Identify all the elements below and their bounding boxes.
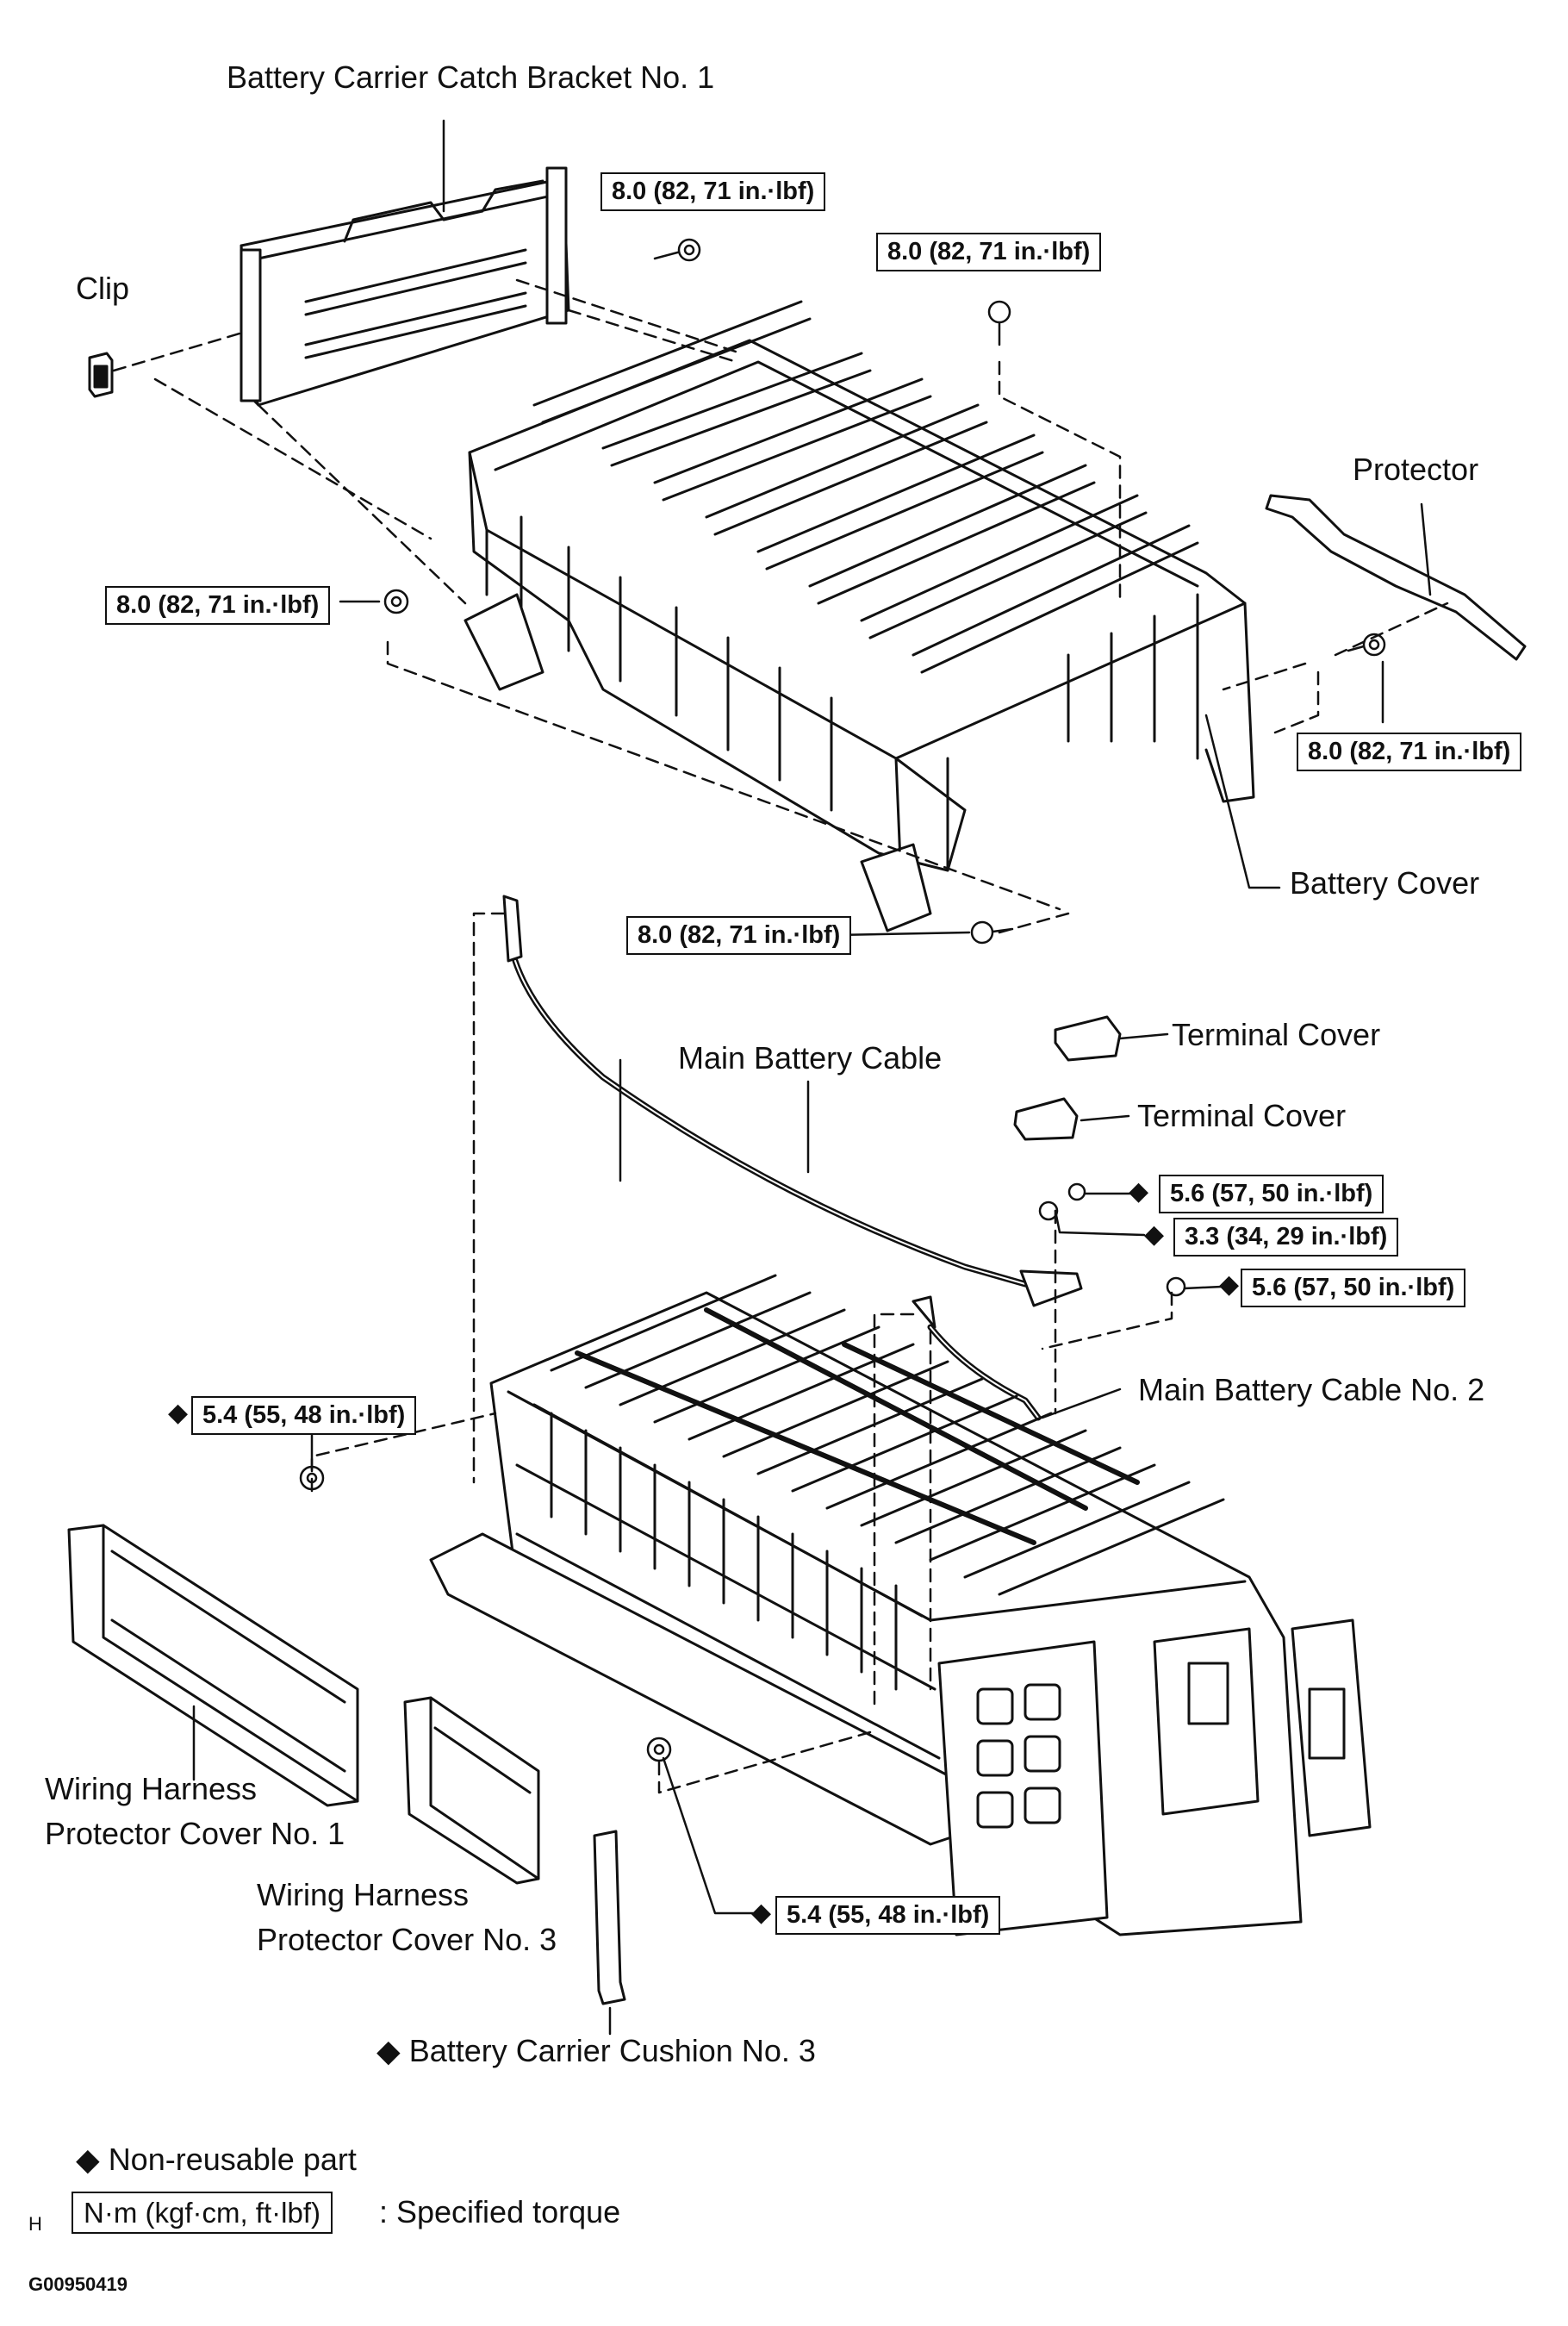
cushion-part <box>593 1830 626 2036</box>
bracket-label: Battery Carrier Catch Bracket No. 1 <box>227 59 715 95</box>
torque-box-terminal-nut-3: 5.6 (57, 50 in.·lbf) <box>1241 1269 1466 1307</box>
clip-label: Clip <box>76 271 130 306</box>
protector-part <box>1265 494 1527 661</box>
torque-box-module-nut-front: 5.4 (55, 48 in.·lbf) <box>775 1896 1001 1935</box>
harness-cover-1-part <box>67 1524 359 1807</box>
corner-letter: H <box>28 2213 42 2235</box>
legend-nonreusable: ◆ Non-reusable part <box>76 2142 357 2177</box>
torque-box-cover-top-bolt: 8.0 (82, 71 in.·lbf) <box>876 233 1102 271</box>
main-cable-label: Main Battery Cable <box>678 1040 943 1076</box>
harness-cover-1-label: Wiring Harness Protector Cover No. 1 <box>45 1771 345 1852</box>
terminal-covers <box>1013 1015 1122 1141</box>
torque-unit-legend-box: N·m (kgf·cm, ft·lbf) <box>72 2192 333 2234</box>
nonreusable-marker: ◆ <box>751 1898 772 1928</box>
protector-label: Protector <box>1353 452 1479 487</box>
main-battery-cable-part <box>502 895 1083 1307</box>
main-battery-cable-2-part <box>912 1295 1042 1421</box>
cushion-label: ◆ Battery Carrier Cushion No. 3 <box>376 2033 816 2068</box>
torque-box-terminal-nut-1: 5.6 (57, 50 in.·lbf) <box>1159 1175 1384 1213</box>
torque-box-bracket-bolt: 8.0 (82, 71 in.·lbf) <box>600 172 826 211</box>
clip-part <box>88 352 114 398</box>
leader-lines <box>310 502 1432 1915</box>
torque-box-module-nut-left: 5.4 (55, 48 in.·lbf) <box>191 1396 417 1435</box>
small-nuts <box>299 1182 1186 1762</box>
torque-box-cover-front-bolt: 8.0 (82, 71 in.·lbf) <box>626 916 852 955</box>
nonreusable-marker: ◆ <box>1219 1269 1240 1300</box>
battery-cover-part <box>464 300 1255 932</box>
figure-code: G00950419 <box>28 2273 128 2295</box>
terminal-cover-1-label: Terminal Cover <box>1172 1017 1381 1052</box>
catch-bracket-part <box>240 119 570 407</box>
battery-module-assembly <box>429 1274 1372 1936</box>
legend-torque-desc: : Specified torque <box>379 2194 621 2229</box>
torque-box-cover-left-nut: 8.0 (82, 71 in.·lbf) <box>105 586 331 625</box>
bolts-upper <box>383 238 1386 945</box>
harness-cover-3-label: Wiring Harness Protector Cover No. 3 <box>257 1877 557 1958</box>
torque-box-protector-bolt: 8.0 (82, 71 in.·lbf) <box>1297 733 1522 771</box>
dashed-assembly-lines <box>112 278 1449 1794</box>
nonreusable-marker: ◆ <box>1144 1219 1165 1250</box>
torque-box-terminal-nut-2: 3.3 (34, 29 in.·lbf) <box>1173 1218 1399 1257</box>
battery-cover-label: Battery Cover <box>1290 865 1480 901</box>
main-cable-2-label: Main Battery Cable No. 2 <box>1138 1372 1485 1407</box>
harness-cover-3-part <box>403 1696 540 1885</box>
nonreusable-marker: ◆ <box>1129 1176 1149 1207</box>
terminal-cover-2-label: Terminal Cover <box>1137 1098 1347 1133</box>
nonreusable-marker: ◆ <box>168 1398 189 1428</box>
